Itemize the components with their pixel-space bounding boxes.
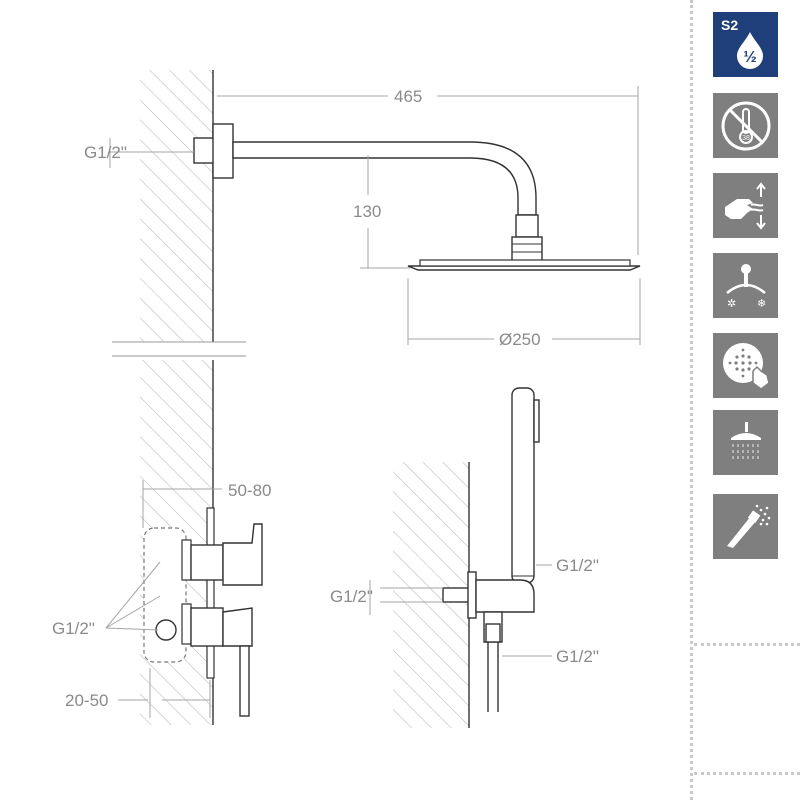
wall-outlet-holder <box>442 571 535 643</box>
hand-shower <box>511 387 540 584</box>
holder-thread-bottom-label: G1/2" <box>556 647 599 666</box>
hand-shower-spray-icon <box>713 494 778 559</box>
shower-hose <box>487 642 499 712</box>
sidebar-divider-horizontal <box>694 643 800 646</box>
thermo-label: 38 <box>742 135 750 142</box>
s2-label: S2 <box>721 17 739 33</box>
arm-thread-label: G1/2" <box>84 143 127 162</box>
sidebar-divider <box>690 0 693 800</box>
hand-temperature-flow-icon <box>713 173 778 238</box>
rain-shower-icon <box>713 410 778 475</box>
shower-head <box>407 259 641 271</box>
sidebar-divider-horizontal <box>694 772 800 775</box>
svg-text:✲: ✲ <box>727 297 736 310</box>
shower-arm <box>193 123 543 262</box>
technical-drawing: 465 130 Ø250 G1/2" 50-80 G1/2" 20-50 <box>52 70 641 728</box>
arm-length-label: 465 <box>394 87 422 106</box>
arm-drop-label: 130 <box>353 202 381 221</box>
mixer-plate-label: 20-50 <box>65 691 108 710</box>
hot-cold-mixing-icon: ✲ ❄ <box>713 253 778 318</box>
dimension-lines-top <box>109 86 641 345</box>
s2-fraction: ½ <box>743 49 756 66</box>
s2-half-drop-icon: S2 ½ <box>713 12 778 77</box>
holder-thread-left-label: G1/2" <box>330 587 373 606</box>
mixer-depth-label: 50-80 <box>228 481 271 500</box>
svg-text:❄: ❄ <box>757 297 766 310</box>
mixer-thread-label: G1/2" <box>52 619 95 638</box>
mixer-handles <box>190 523 263 717</box>
no-thermostat-icon: 38 <box>713 93 778 158</box>
dimension-lines-mixer <box>105 480 222 718</box>
concealed-mixer-body <box>143 507 215 679</box>
holder-thread-top-label: G1/2" <box>556 556 599 575</box>
dimension-lines-holder <box>369 564 552 657</box>
head-diameter-label: Ø250 <box>499 330 541 349</box>
anti-limescale-nozzle-icon <box>713 333 778 398</box>
